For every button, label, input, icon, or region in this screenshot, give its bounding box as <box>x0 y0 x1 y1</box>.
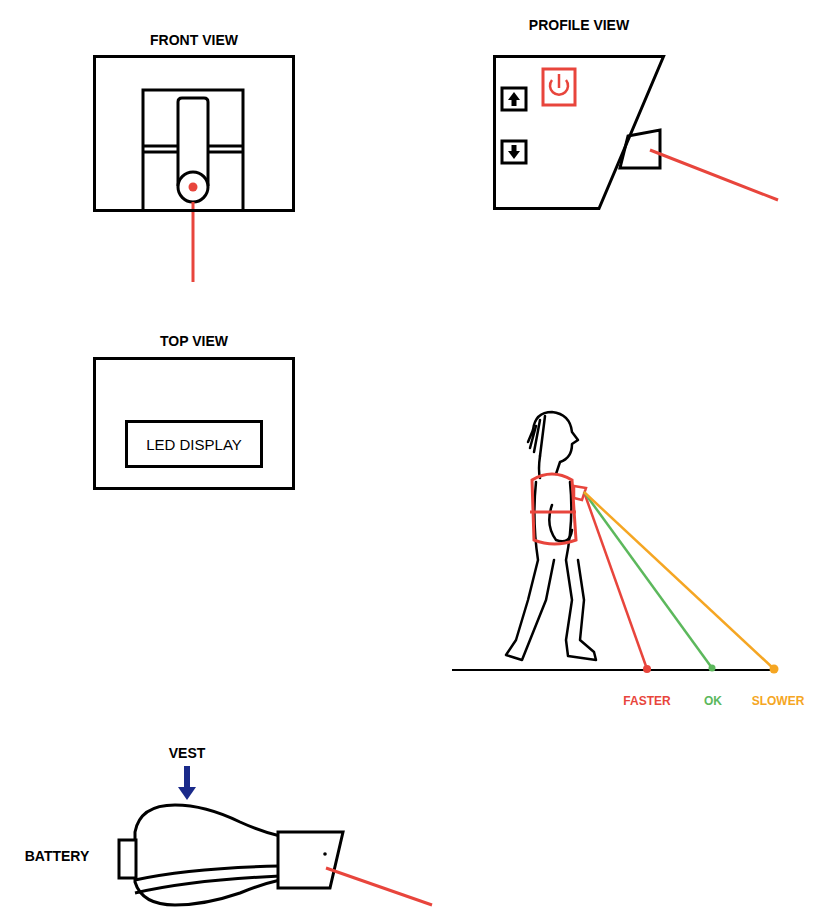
part-label: VEST <box>169 745 206 761</box>
vest <box>530 474 586 544</box>
profile-outline-path <box>495 57 664 209</box>
top-view-box: TOP VIEWLED DISPLAY <box>93 357 295 490</box>
vest-arrow <box>184 766 190 790</box>
vest-laser <box>326 868 432 905</box>
battery-box <box>119 840 136 878</box>
vest-arrow-head <box>178 787 196 800</box>
front-mechanism <box>143 90 243 212</box>
view-heading: PROFILE VIEW <box>529 17 629 33</box>
part-label: BATTERY <box>25 848 90 864</box>
view-heading: TOP VIEW <box>160 333 228 349</box>
vest-device <box>278 832 343 888</box>
ground-line <box>452 669 776 671</box>
front-view-box: FRONT VIEW <box>93 55 295 212</box>
laser-dot <box>189 183 198 192</box>
profile-lens <box>620 130 778 200</box>
led-display-box: LED DISPLAY <box>125 420 263 468</box>
speed-label: SLOWER <box>752 694 805 708</box>
walking-person <box>506 412 596 660</box>
speed-label: OK <box>704 694 722 708</box>
vest-body <box>135 805 280 905</box>
profile-outline <box>493 55 665 210</box>
laser-beam <box>192 202 195 282</box>
beams <box>584 492 779 674</box>
profile-view-box: PROFILE VIEW <box>493 55 665 210</box>
profile-buttons <box>502 69 575 163</box>
speed-label: FASTER <box>623 694 670 708</box>
view-heading: FRONT VIEW <box>150 32 238 48</box>
device-dot <box>323 852 327 856</box>
display-label: LED DISPLAY <box>146 436 242 453</box>
